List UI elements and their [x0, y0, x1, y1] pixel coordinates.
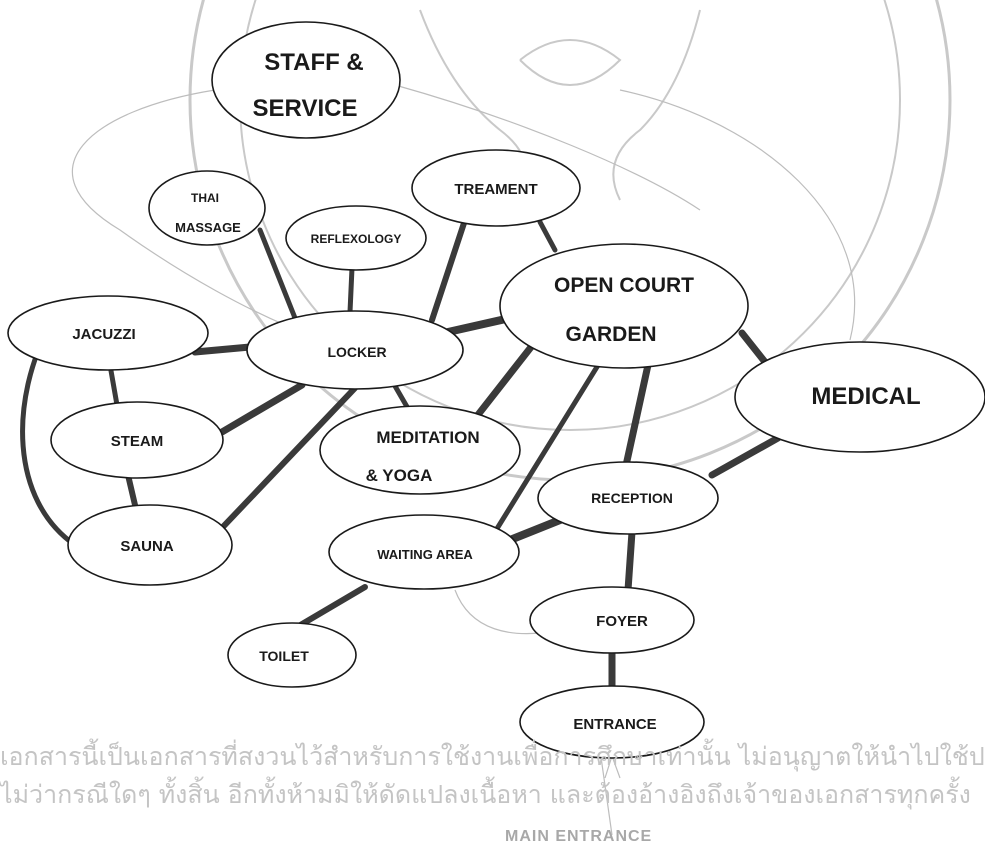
staff-service-line1: STAFF & [264, 49, 364, 76]
treament-label: TREAMENT [454, 181, 537, 198]
node-treament: TREAMENT [411, 149, 581, 227]
node-entrance: ENTRANCE [519, 685, 705, 759]
reflexology-label: REFLEXOLOGY [311, 232, 402, 246]
reception-label: RECEPTION [591, 490, 673, 506]
foyer-label: FOYER [596, 613, 648, 630]
medical-label: MEDICAL [811, 383, 920, 410]
waiting-area-label: WAITING AREA [377, 547, 473, 562]
node-open-court-garden: OPEN COURT GARDEN [499, 243, 749, 369]
meditation-line2: & YOGA [366, 466, 433, 485]
entrance-label: ENTRANCE [573, 716, 656, 733]
node-reflexology: REFLEXOLOGY [285, 205, 427, 271]
node-foyer: FOYER [529, 586, 695, 654]
locker-label: LOCKER [327, 344, 386, 360]
node-sauna: SAUNA [67, 504, 233, 586]
node-steam: STEAM [50, 401, 224, 479]
thai-massage-line1: THAI [191, 191, 219, 205]
watermark-line2: ไม่ว่ากรณีใดๆ ทั้งสิ้น อีกทั้งห้ามมิให้ด… [0, 780, 971, 809]
staff-service-line2: SERVICE [253, 95, 358, 122]
connections [20, 217, 782, 694]
thai-copyright-watermark: เอกสารนี้เป็นเอกสารที่สงวนไว้สำหรับการใช… [0, 738, 985, 814]
node-meditation-yoga: MEDITATION & YOGA [319, 405, 521, 495]
faint-circulation-lines [71, 84, 856, 836]
steam-label: STEAM [111, 433, 164, 450]
node-staff-service: STAFF & SERVICE [211, 21, 401, 139]
node-toilet: TOILET [227, 622, 357, 688]
node-reception: RECEPTION [537, 461, 719, 535]
node-thai-massage: THAI MASSAGE [148, 170, 266, 246]
node-medical: MEDICAL [734, 341, 985, 453]
thai-massage-line2: MASSAGE [175, 220, 241, 235]
node-waiting-area: WAITING AREA [328, 514, 520, 590]
node-jacuzzi: JACUZZI [7, 295, 209, 371]
meditation-line1: MEDITATION [376, 428, 479, 447]
main-entrance-label: MAIN ENTRANCE [505, 828, 653, 845]
open-court-line1: OPEN COURT [554, 274, 694, 297]
watermark-line1: เอกสารนี้เป็นเอกสารที่สงวนไว้สำหรับการใช… [0, 742, 985, 771]
jacuzzi-label: JACUZZI [72, 326, 135, 343]
sauna-label: SAUNA [120, 538, 174, 555]
toilet-label: TOILET [259, 648, 309, 664]
node-locker: LOCKER [246, 310, 464, 390]
open-court-line2: GARDEN [565, 323, 656, 346]
